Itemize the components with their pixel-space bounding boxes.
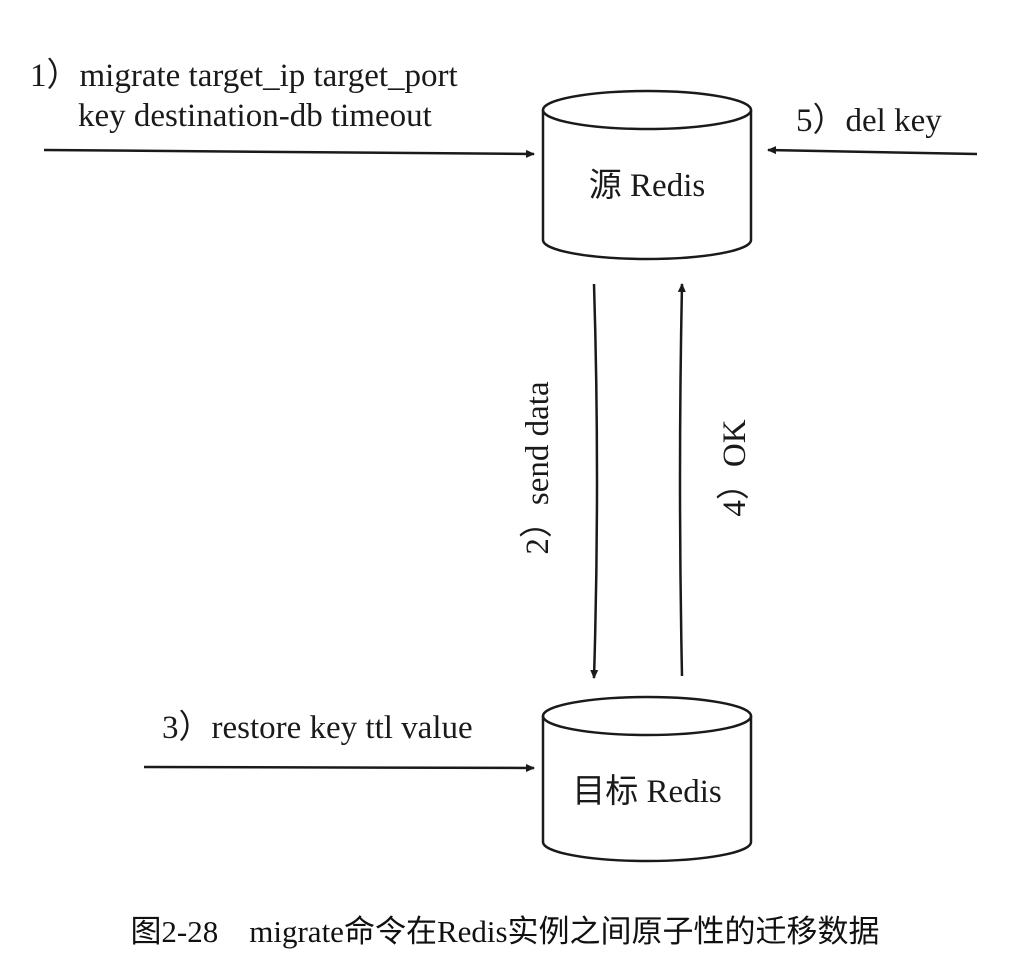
- source-redis-label: 源 Redis: [589, 168, 705, 204]
- target-redis-label: 目标 Redis: [572, 773, 721, 810]
- ok-arrow: [677, 283, 686, 677]
- del-key-label: 5）del key: [796, 103, 942, 139]
- del-key-arrow: [767, 146, 978, 156]
- target-redis-node: 目标 Redis: [541, 695, 753, 863]
- source-redis-body: [541, 110, 753, 261]
- restore-label: 3）restore key ttl value: [162, 710, 473, 746]
- target-redis-body: [541, 716, 753, 863]
- restore-arrow: [143, 763, 535, 772]
- ok-label: 4）OK: [717, 419, 753, 516]
- figure-caption: 图2-28 migrate命令在Redis实例之间原子性的迁移数据: [130, 914, 880, 949]
- target-redis-top: [541, 695, 753, 737]
- send-data-label: 2）send data: [520, 381, 556, 555]
- migrate-command-label-line2: key destination-db timeout: [78, 98, 432, 134]
- migrate-command-label-line1: 1）migrate target_ip target_port: [30, 58, 458, 94]
- source-redis-top: [541, 89, 753, 131]
- migrate-command-arrow: [43, 148, 535, 158]
- source-redis-node: 源 Redis: [541, 89, 753, 261]
- send-data-arrow: [590, 283, 599, 679]
